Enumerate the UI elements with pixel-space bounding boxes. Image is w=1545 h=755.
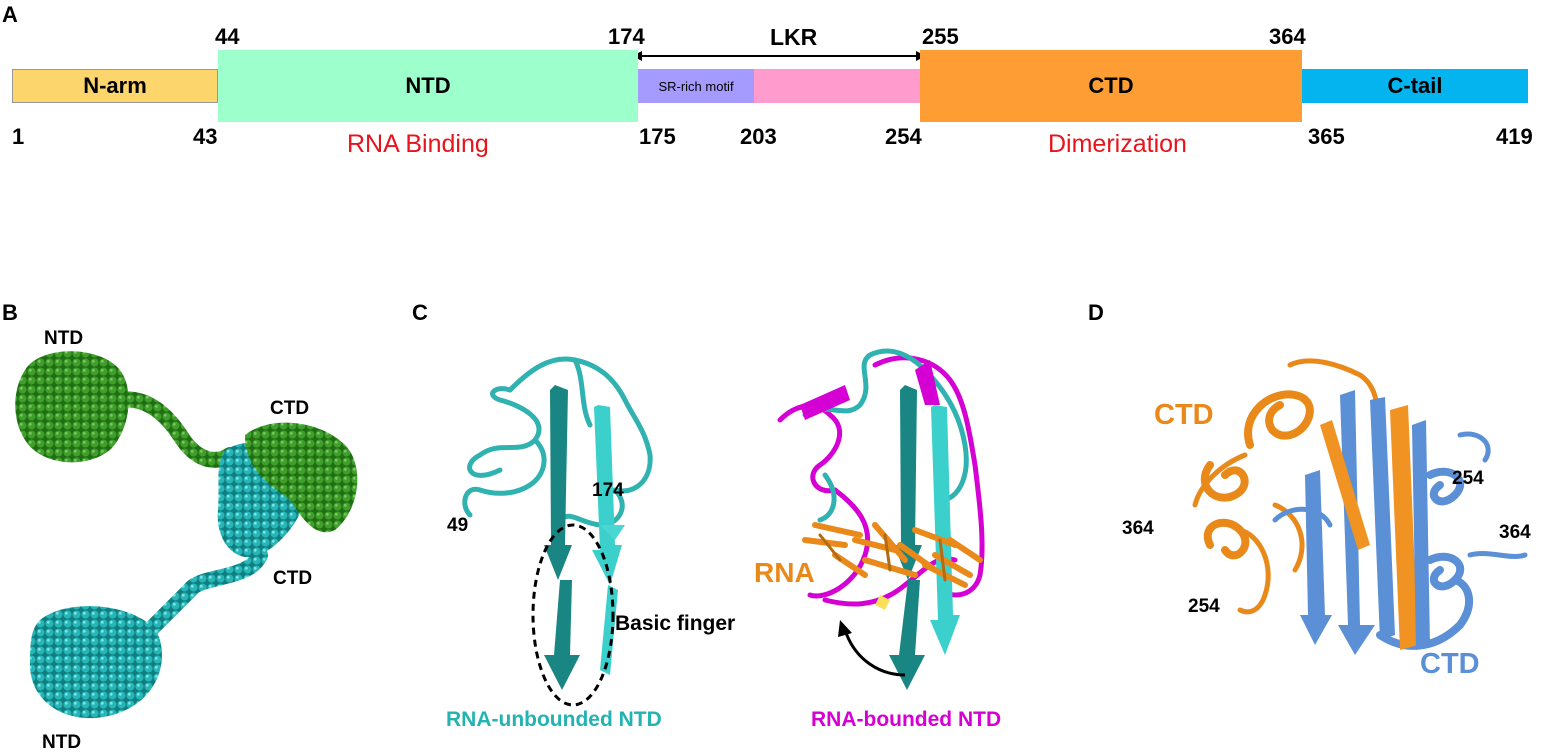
unbound-strand-3 (544, 580, 580, 690)
caption-rna-unbounded-ntd: RNA-unbounded NTD (446, 708, 662, 731)
panel-letter-c: C (412, 300, 428, 325)
linker-arrow (632, 51, 926, 61)
domain-ctd-label: CTD (1088, 73, 1134, 98)
caption-rna-bounded-ntd: RNA-bounded NTD (811, 708, 1002, 731)
full-length-dimer-sphere-model (15, 351, 358, 719)
domain-ctail: C-tail (1302, 69, 1528, 103)
residue-365-label: 365 (1308, 124, 1345, 149)
rna-label: RNA (754, 557, 815, 588)
panel-b-ctd-mid-label: CTD (273, 568, 313, 589)
domain-sr-rich-motif: SR-rich motif (638, 69, 754, 103)
panel-b-ctd-top-label: CTD (270, 398, 310, 419)
residue-364-label: 364 (1269, 24, 1306, 49)
domain-ntd: NTD (218, 50, 638, 122)
conformational-change-arrow (838, 620, 906, 677)
residue-175-label: 175 (639, 124, 676, 149)
residue-254-right-label: 254 (1452, 468, 1484, 489)
residue-254-left-label: 254 (1188, 596, 1220, 617)
residue-49-label: 49 (447, 515, 469, 536)
ctd-blue-label: CTD (1420, 648, 1480, 680)
domain-narm: N-arm (12, 69, 218, 103)
domain-ctd: CTD (920, 50, 1302, 122)
basic-finger-label: Basic finger (615, 612, 736, 635)
unbound-strand-2 (592, 405, 622, 585)
ctd-dimer-ribbon (1192, 358, 1528, 655)
residue-174-label: 174 (608, 24, 645, 49)
panel-letter-d: D (1088, 300, 1104, 325)
residue-419-label: 419 (1496, 124, 1533, 149)
residue-44-label: 44 (215, 24, 240, 49)
unbound-strand-1 (544, 385, 572, 580)
domain-linker (754, 69, 920, 103)
domain-sr-label: SR-rich motif (658, 78, 734, 94)
rna-unbounded-ntd-ribbon (462, 356, 653, 690)
panel-letter-a: A (2, 2, 18, 27)
panel-b-ntd-bottom-label: NTD (42, 732, 82, 753)
panel-letter-b: B (2, 300, 18, 325)
ctd-orange-label: CTD (1154, 399, 1214, 431)
residue-1-label: 1 (12, 124, 25, 149)
unbound-strand-4 (600, 585, 618, 675)
domain-narm-label: N-arm (83, 73, 147, 98)
dimerization-label: Dimerization (1048, 130, 1187, 158)
basic-finger-ellipse (531, 523, 615, 707)
residue-364-right-label: 364 (1499, 522, 1531, 543)
residue-254-label: 254 (885, 124, 922, 149)
linker-label: LKR (770, 24, 818, 50)
domain-ntd-label: NTD (405, 73, 451, 98)
residue-174-ntd-label: 174 (592, 480, 624, 501)
residue-203-label: 203 (740, 124, 777, 149)
residue-43-label: 43 (193, 124, 218, 149)
panel-b-ntd-top-label: NTD (44, 328, 84, 349)
residue-255-label: 255 (922, 24, 959, 49)
domain-ctail-label: C-tail (1387, 73, 1443, 98)
residue-364-left-label: 364 (1122, 518, 1154, 539)
rna-binding-label: RNA Binding (347, 130, 489, 158)
rna-bounded-ntd-ribbon (777, 348, 985, 690)
